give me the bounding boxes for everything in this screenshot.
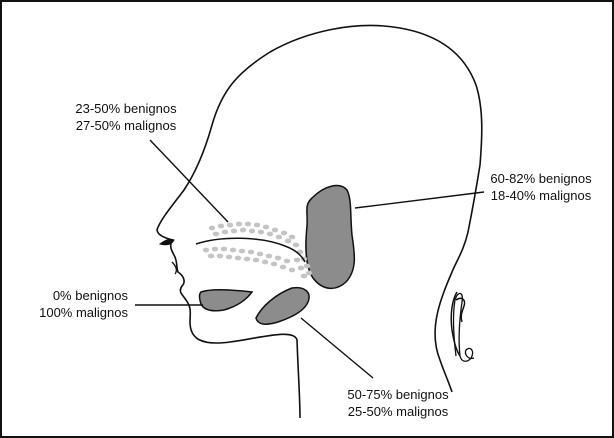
leader-minor-glands: [150, 140, 228, 222]
label-minor-benign: 23-50% benignos: [46, 100, 206, 117]
label-submandibular: 50-75% benignos 25-50% malignos: [330, 386, 466, 420]
label-minor-malignant: 27-50% malignos: [46, 117, 206, 134]
sublingual-gland: [200, 290, 253, 311]
leader-submandibular: [301, 318, 373, 378]
label-sublingual: 0% benignos 100% malignos: [20, 287, 128, 321]
label-submandibular-benign: 50-75% benignos: [330, 386, 466, 403]
parotid-gland: [306, 186, 354, 289]
label-parotid: 60-82% benignos 18-40% malignos: [478, 170, 604, 204]
signature-mark: [453, 293, 474, 361]
leader-parotid: [355, 192, 484, 208]
label-minor-salivary: 23-50% benignos 27-50% malignos: [46, 100, 206, 134]
label-sublingual-malignant: 100% malignos: [20, 304, 128, 321]
nostril-mark: [160, 239, 174, 245]
label-parotid-malignant: 18-40% malignos: [478, 187, 604, 204]
label-sublingual-benign: 0% benignos: [20, 287, 128, 304]
lip-line: [172, 262, 176, 274]
label-submandibular-malignant: 25-50% malignos: [330, 403, 466, 420]
minor-salivary-glands: [203, 222, 312, 279]
label-parotid-benign: 60-82% benignos: [478, 170, 604, 187]
